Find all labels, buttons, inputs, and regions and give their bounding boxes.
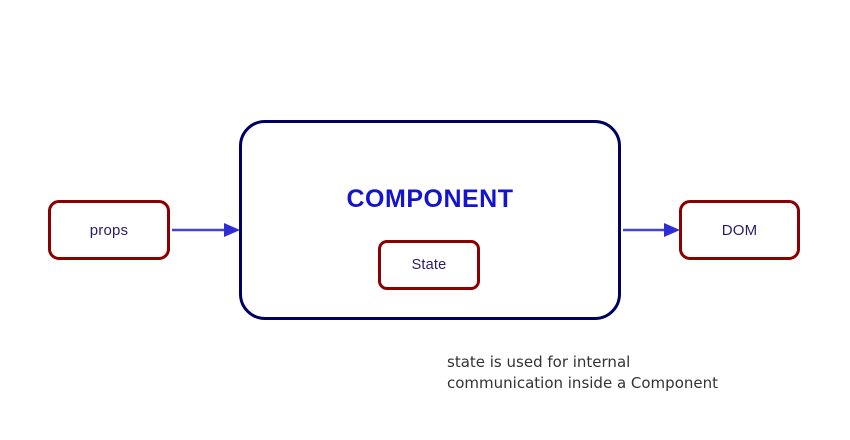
node-component[interactable]: COMPONENT — [239, 120, 621, 320]
node-dom[interactable]: DOM — [679, 200, 800, 260]
node-dom-label: DOM — [721, 221, 758, 239]
node-state[interactable]: State — [378, 240, 480, 290]
component-title: COMPONENT — [346, 185, 514, 213]
node-props-label: props — [89, 221, 129, 239]
arrow-component-to-dom — [623, 223, 680, 237]
arrowhead-icon — [224, 223, 240, 237]
node-state-label: State — [411, 257, 447, 273]
node-props[interactable]: props — [48, 200, 170, 260]
caption-text: state is used for internal communication… — [447, 353, 718, 392]
arrow-props-to-component — [172, 223, 240, 237]
arrowhead-icon — [664, 223, 680, 237]
